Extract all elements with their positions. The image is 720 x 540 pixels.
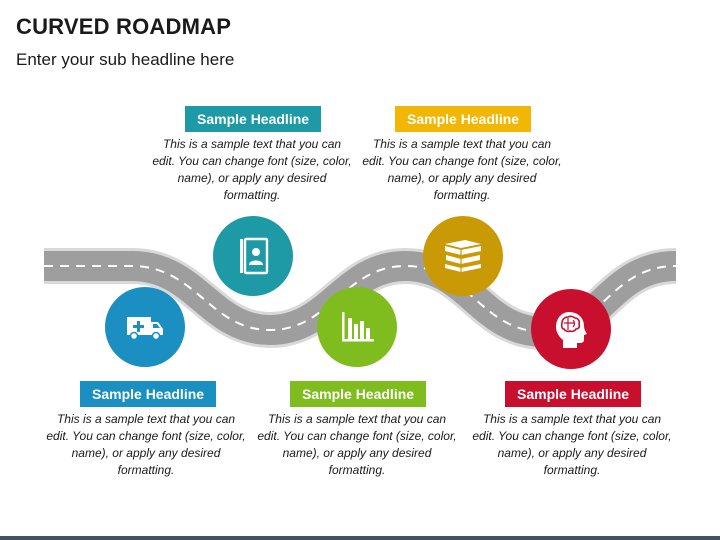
footer-bar (0, 536, 720, 540)
milestone-text-2: This is a sample text that you can edit.… (152, 137, 352, 202)
milestone-headline-2: Sample Headline (185, 106, 322, 132)
milestone-circle-3 (317, 287, 397, 367)
milestone-text-3: This is a sample text that you can edit.… (257, 412, 457, 477)
milestone-circle-5 (531, 289, 611, 369)
contact-book-icon (240, 237, 269, 275)
brain-head-icon (556, 312, 587, 348)
bar-chart-icon (342, 312, 374, 342)
ambulance-icon (127, 317, 163, 341)
milestone-headline-1: Sample Headline (80, 381, 217, 407)
page-subtitle: Enter your sub headline here (16, 50, 235, 69)
books-icon (445, 240, 481, 272)
milestone-text-5: This is a sample text that you can edit.… (472, 412, 672, 477)
milestone-circle-1 (105, 287, 185, 367)
milestone-headline-3: Sample Headline (290, 381, 427, 407)
milestone-headline-5: Sample Headline (505, 381, 642, 407)
page-title: CURVED ROADMAP (16, 14, 232, 39)
milestone-circle-2 (213, 216, 293, 296)
milestone-headline-4: Sample Headline (395, 106, 532, 132)
milestone-text-1: This is a sample text that you can edit.… (46, 412, 246, 477)
milestone-text-4: This is a sample text that you can edit.… (362, 137, 562, 202)
milestone-circle-4 (423, 216, 503, 296)
